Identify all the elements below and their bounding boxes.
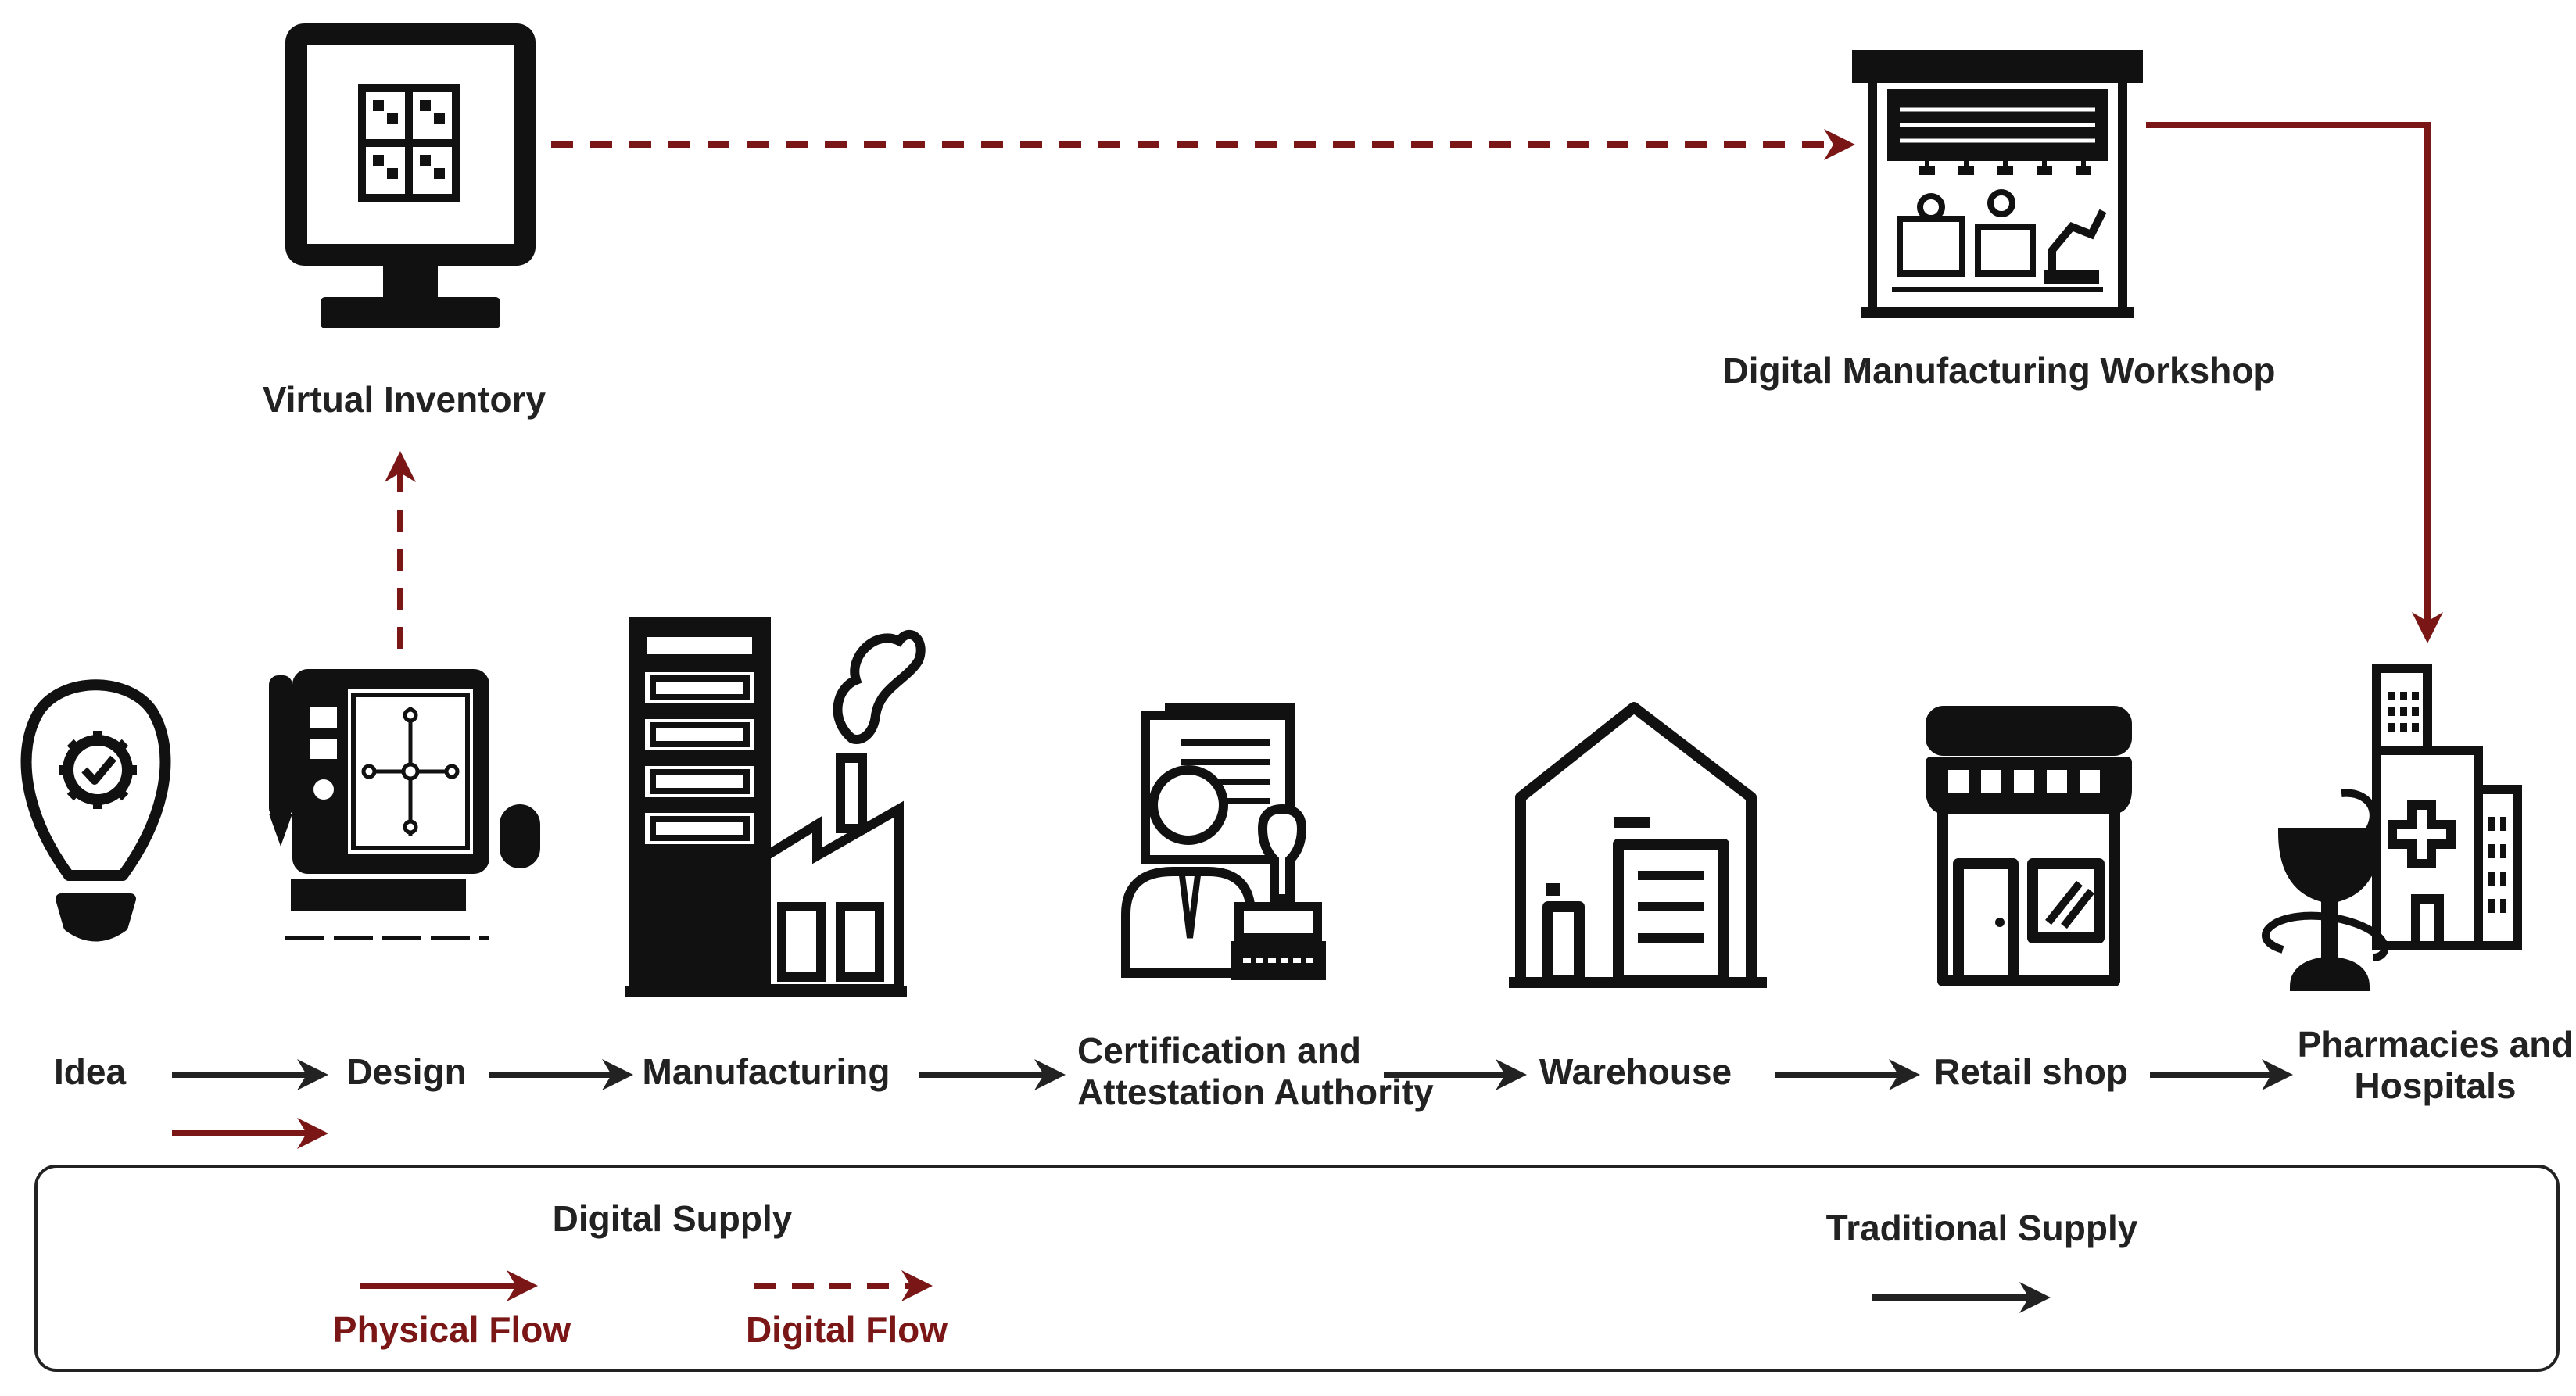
pharmacies-label-line2: Hospitals <box>2354 1065 2517 1106</box>
retail-shop-label: Retail shop <box>1934 1051 2128 1092</box>
monitor-inventory-icon <box>285 23 536 328</box>
legend-physical-flow-label: Physical Flow <box>332 1309 571 1350</box>
digital-workshop-icon <box>1852 50 2143 318</box>
legend-arrows <box>360 1270 2051 1313</box>
factory-icon <box>625 617 926 997</box>
warehouse-icon <box>1509 702 1767 988</box>
lightbulb-gear-icon <box>20 679 171 942</box>
certification-label-line1: Certification and <box>1077 1030 1361 1071</box>
warehouse-label: Warehouse <box>1539 1051 1732 1092</box>
certification-label: Certification and Attestation Authority <box>1077 1030 1434 1113</box>
certification-label-line2: Attestation Authority <box>1077 1071 1434 1112</box>
hospital-pharmacy-icon <box>2262 664 2522 991</box>
digital-flow-arrows <box>172 122 2443 1149</box>
digital-workshop-label: Digital Manufacturing Workshop <box>1722 350 2276 391</box>
design-label: Design <box>346 1051 467 1092</box>
manufacturing-label: Manufacturing <box>642 1051 890 1092</box>
physical-arrow-workshop-to-pharmacies <box>2146 122 2443 643</box>
idea-label: Idea <box>53 1051 127 1092</box>
legend-traditional-supply-label: Traditional Supply <box>1825 1208 2138 1248</box>
legend-box <box>34 1165 2560 1372</box>
virtual-inventory-label: Virtual Inventory <box>262 379 546 420</box>
storefront-icon <box>1926 706 2132 986</box>
pharmacies-label-line1: Pharmacies and <box>2297 1024 2574 1065</box>
person-stamp-document-icon <box>1121 703 1326 980</box>
pharmacies-label: Pharmacies and Hospitals <box>2298 1024 2574 1107</box>
drawing-tablet-icon <box>269 669 540 940</box>
legend-digital-supply-label: Digital Supply <box>552 1198 793 1239</box>
legend-digital-flow-label: Digital Flow <box>745 1309 948 1350</box>
